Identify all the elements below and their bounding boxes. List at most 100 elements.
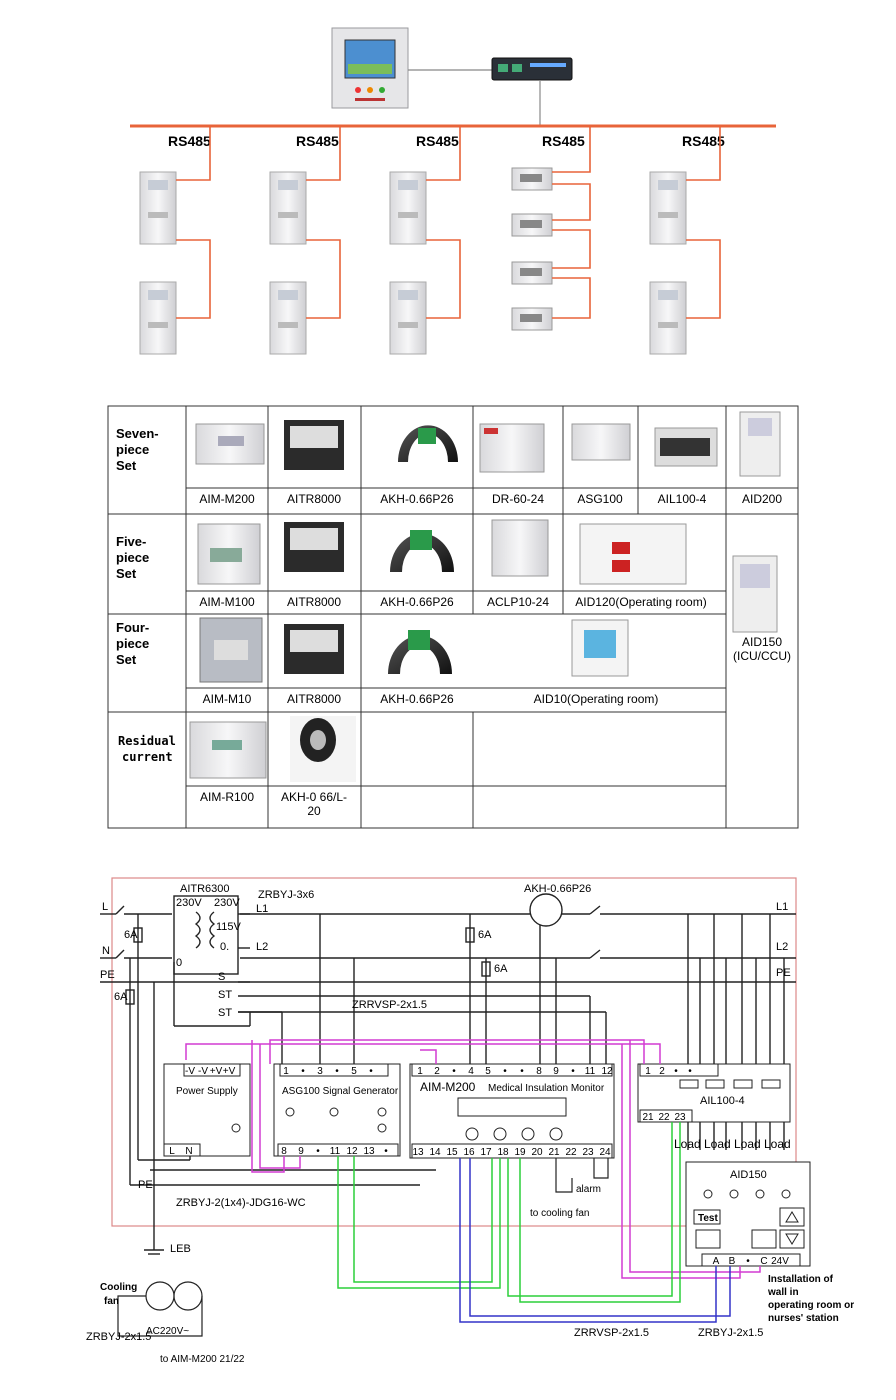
product-akh-3: AKH-0.66P26 — [380, 692, 454, 706]
aim-top-terminal: 12 — [601, 1066, 613, 1077]
asg-terminal: • — [369, 1066, 373, 1077]
aim-top-terminal: 8 — [536, 1066, 542, 1077]
label-N: N — [102, 945, 110, 957]
cable-c5: ZRBYJ-2x1.5 — [698, 1327, 763, 1339]
aid150-box — [685, 1161, 811, 1267]
asg-bottom-terminal: 8 — [281, 1146, 287, 1157]
ps-terminal: +V — [223, 1066, 236, 1077]
aitr-st1: ST — [218, 989, 232, 1001]
aitr-v2: 230V — [214, 897, 240, 909]
asg-terminal: 3 — [317, 1066, 323, 1077]
cable-c3: ZRBYJ-2(1x4)-JDG16-WC — [176, 1197, 306, 1209]
bus-drop-wire — [176, 126, 211, 181]
aitr-v3: 115V — [216, 921, 242, 933]
product-aim-r100: AIM-R100 — [200, 790, 254, 804]
product-ail100-4: AIL100-4 — [658, 492, 707, 506]
asg-bottom-terminal: 13 — [363, 1146, 375, 1157]
asg-bottom-terminal: 12 — [346, 1146, 358, 1157]
aitr-zero-a: 0 — [176, 957, 182, 969]
load-4: Load — [764, 1137, 791, 1151]
monitor-device-image — [139, 171, 177, 245]
aitr-name: AITR6300 — [180, 883, 230, 895]
product-akh-1: AKH-0.66P26 — [380, 492, 454, 506]
aim-m200-box — [409, 1063, 615, 1159]
cable-c4: ZRRVSP-2x1.5 — [574, 1327, 649, 1339]
aim-bottom-terminal: 19 — [514, 1147, 526, 1158]
product-aid150-name: AID150 — [742, 635, 782, 649]
product-akh-l-2: 20 — [307, 804, 321, 818]
asg-terminal: 5 — [351, 1066, 357, 1077]
aim-bottom-terminal: 20 — [531, 1147, 543, 1158]
row-label-seven-3: Set — [116, 458, 137, 473]
aitr-s: S — [218, 971, 225, 983]
asg-title: ASG100 Signal Generator — [282, 1086, 399, 1097]
ail-top-terminal: 2 — [659, 1066, 665, 1077]
product-asg100: ASG100 — [577, 492, 623, 506]
aid-terminal: 24V — [771, 1256, 789, 1267]
install-1: Installation of — [768, 1274, 834, 1285]
cable-c2: ZRRVSP-2x1.5 — [352, 999, 427, 1011]
product-aitr8000-1: AITR8000 — [287, 492, 341, 506]
product-aid200: AID200 — [742, 492, 782, 506]
aim-top-terminal: 2 — [434, 1066, 440, 1077]
install-2: wall in — [767, 1287, 799, 1298]
label-L1-left: L — [102, 901, 108, 913]
product-dr-60-24: DR-60-24 — [492, 492, 544, 506]
product-akh-2: AKH-0.66P26 — [380, 595, 454, 609]
aim-top-terminal: • — [520, 1066, 524, 1077]
product-aid120: AID120(Operating room) — [575, 595, 706, 609]
ps-bottom-terminal: L — [169, 1146, 175, 1157]
fuse-mid1: 6A — [478, 929, 492, 941]
gateway-device-image — [491, 57, 573, 81]
aitr-l1: L1 — [256, 903, 268, 915]
row-label-four-3: Set — [116, 652, 137, 667]
asg-bottom-terminal: 9 — [298, 1146, 304, 1157]
load-3: Load — [734, 1137, 761, 1151]
monitor-device-image — [649, 281, 687, 355]
aim-top-terminal: 5 — [485, 1066, 491, 1077]
wiring-diagram: L N PE L1 L2 PE AITR6300 230V 230V 115V … — [86, 877, 854, 1365]
product-akh-l-1: AKH-0 66/L- — [281, 790, 347, 804]
aim-bottom-terminal: 22 — [565, 1147, 577, 1158]
power-supply-box — [163, 1063, 251, 1157]
bus-label-2: RS485 — [296, 133, 339, 149]
row-label-five-2: piece — [116, 550, 149, 565]
aim-title: AIM-M200 — [420, 1080, 476, 1094]
aitr-st2: ST — [218, 1007, 232, 1019]
aim-bottom-terminal: 24 — [599, 1147, 611, 1158]
network-topology: RS485 RS485 RS485 RS485 RS485 — [130, 27, 776, 355]
fuse-left1: 6A — [124, 929, 138, 941]
aim-bottom-terminal: 17 — [480, 1147, 492, 1158]
bus-label-4: RS485 — [542, 133, 585, 149]
row-label-seven-2: piece — [116, 442, 149, 457]
monitor-device-image — [389, 281, 427, 355]
ail-bottom-terminal: 21 — [642, 1112, 654, 1123]
bus-drop-wire — [306, 126, 341, 181]
panel-boundary — [111, 877, 797, 1227]
product-thumbnails — [189, 411, 781, 782]
product-aitr8000-2: AITR8000 — [287, 595, 341, 609]
ps-terminal: -V — [185, 1066, 195, 1077]
row-label-five-1: Five- — [116, 534, 146, 549]
monitor-device-image — [389, 171, 427, 245]
monitor-device-image — [269, 171, 307, 245]
label-L2-right: L2 — [776, 941, 788, 953]
aim-bottom-terminal: 15 — [446, 1147, 458, 1158]
ps-bottom-terminal: N — [185, 1146, 192, 1157]
aitr-v1: 230V — [176, 897, 202, 909]
product-aid150-sub: (ICU/CCU) — [733, 649, 791, 663]
ct-name: AKH-0.66P26 — [524, 883, 591, 895]
row-label-residual-2: current — [122, 750, 173, 764]
aim-top-terminal: 11 — [585, 1066, 596, 1077]
cable-c1: ZRBYJ-3x6 — [258, 889, 314, 901]
label-pe-bottom: PE — [138, 1179, 153, 1191]
product-aid10: AID10(Operating room) — [534, 692, 659, 706]
row-label-seven-1: Seven- — [116, 426, 159, 441]
bus-drop-wire — [426, 126, 461, 181]
monitor-device-image — [269, 281, 307, 355]
monitoring-panel-image — [331, 27, 409, 109]
aim-bottom-terminal: 16 — [463, 1147, 475, 1158]
product-aim-m200: AIM-M200 — [199, 492, 255, 506]
network-devices — [139, 126, 721, 355]
